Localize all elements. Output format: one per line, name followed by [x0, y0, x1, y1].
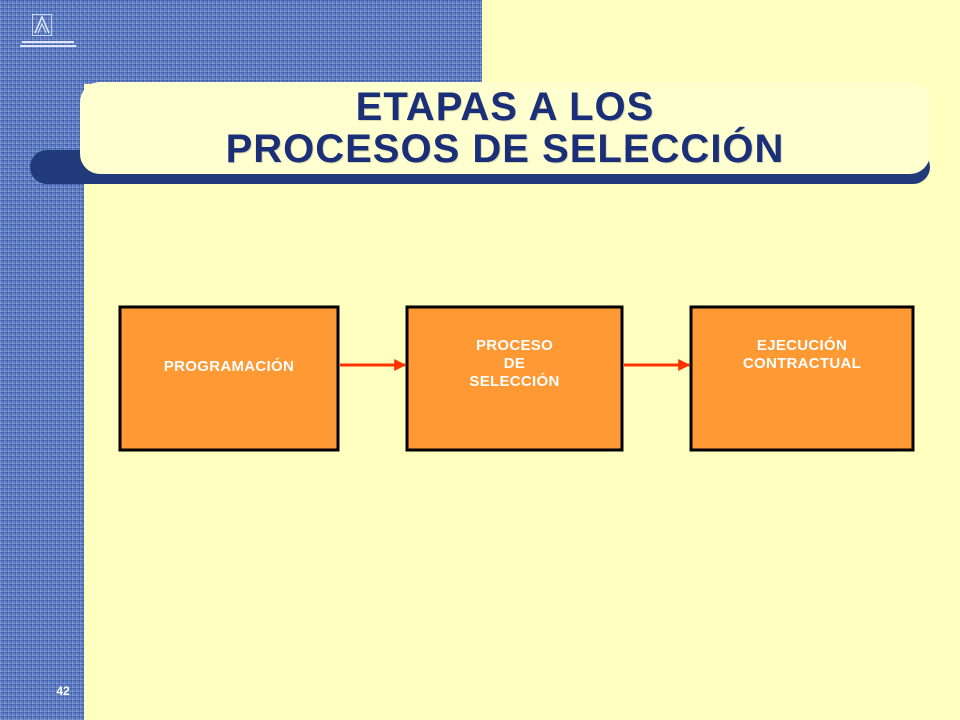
page-title-line-2: PROCESOS DE SELECCIÓN	[225, 127, 785, 171]
node-box-programacion	[118, 305, 340, 452]
left-texture-band	[0, 0, 84, 720]
node-label-line: SELECCIÓN	[469, 373, 560, 390]
node-label-line: DE	[503, 355, 526, 372]
node-box-proceso	[405, 305, 624, 452]
node-label-line: EJECUCIÓN	[756, 337, 848, 354]
node-label-line: CONTRACTUAL	[742, 355, 862, 372]
node-box-ejecucion	[689, 305, 915, 452]
node-label-line: PROCESO	[475, 337, 554, 354]
page-number: 42	[56, 684, 70, 698]
institution-logo	[18, 14, 78, 60]
title-box: ETAPAS A LOS PROCESOS DE SELECCIÓN	[80, 82, 930, 174]
institution-logo-icon	[32, 14, 52, 36]
node-label-programacion: PROGRAMACIÓN	[120, 358, 338, 376]
top-texture-block	[0, 0, 482, 84]
page-title-line-1: ETAPAS A LOS	[355, 85, 655, 129]
logo-text-lines	[18, 40, 78, 49]
node-label-line: PROGRAMACIÓN	[163, 358, 295, 375]
